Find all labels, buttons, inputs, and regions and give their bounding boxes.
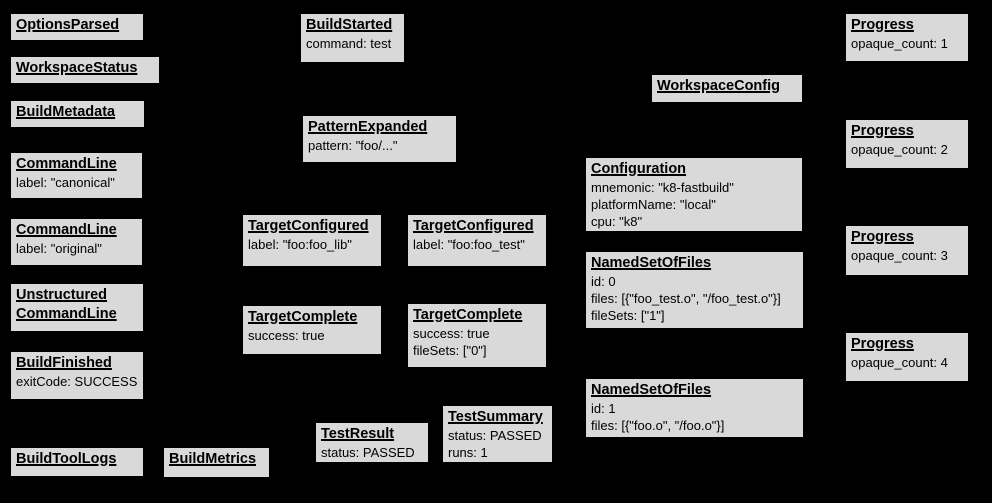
event-box-target-complete-foo-lib: TargetComplete success: true	[242, 305, 382, 355]
event-box-named-set-of-files-0: NamedSetOfFiles id: 0 files: [{"foo_test.o…	[585, 251, 804, 329]
box-title: Progress	[851, 17, 914, 33]
box-line: label: "original"	[16, 241, 102, 256]
box-line: files: [{"foo.o", "/foo.o"}]	[591, 418, 725, 433]
box-line: fileSets: ["0"]	[413, 343, 487, 358]
box-title: NamedSetOfFiles	[591, 255, 712, 271]
event-box-build-metrics: BuildMetrics	[163, 447, 270, 478]
box-line: opaque_count: 4	[851, 355, 948, 370]
box-line: pattern: "foo/..."	[308, 138, 398, 153]
event-box-options-parsed: OptionsParsed	[10, 13, 144, 41]
box-line: opaque_count: 2	[851, 142, 948, 157]
box-title: BuildFinished	[16, 355, 112, 371]
event-box-pattern-expanded: PatternExpanded pattern: "foo/..."	[302, 115, 457, 163]
box-title: Unstructured	[16, 287, 108, 303]
box-line: opaque_count: 3	[851, 248, 948, 263]
box-title: OptionsParsed	[16, 17, 120, 33]
box-title: CommandLine	[16, 306, 117, 322]
box-title: BuildMetrics	[169, 451, 257, 467]
box-title: Configuration	[591, 161, 687, 177]
event-box-configuration: Configuration mnemonic: "k8-fastbuild" pla…	[585, 157, 803, 232]
box-title: WorkspaceConfig	[657, 78, 781, 94]
event-box-command-line-original: CommandLine label: "original"	[10, 218, 143, 266]
box-title: BuildMetadata	[16, 104, 116, 120]
box-title: BuildStarted	[306, 17, 393, 33]
event-box-target-configured-foo-lib: TargetConfigured label: "foo:foo_lib"	[242, 214, 382, 267]
box-title: PatternExpanded	[308, 119, 428, 135]
event-box-test-result: TestResult status: PASSED	[315, 422, 429, 463]
box-line: fileSets: ["1"]	[591, 308, 665, 323]
event-box-build-tool-logs: BuildToolLogs	[10, 447, 144, 477]
event-box-build-started: BuildStarted command: test	[300, 13, 405, 63]
box-line: label: "canonical"	[16, 175, 115, 190]
box-line: runs: 1	[448, 445, 488, 460]
box-line: id: 0	[591, 274, 616, 289]
box-line: command: test	[306, 36, 392, 51]
box-line: platformName: "local"	[591, 197, 716, 212]
box-line: label: "foo:foo_test"	[413, 237, 525, 252]
box-title: WorkspaceStatus	[16, 60, 138, 76]
event-box-workspace-status: WorkspaceStatus	[10, 56, 160, 84]
box-line: status: PASSED	[448, 428, 542, 443]
event-box-named-set-of-files-1: NamedSetOfFiles id: 1 files: [{"foo.o", "/…	[585, 378, 804, 438]
box-line: id: 1	[591, 401, 616, 416]
box-title: TestResult	[321, 426, 395, 442]
box-line: cpu: "k8"	[591, 214, 643, 229]
box-line: success: true	[413, 326, 490, 341]
box-title: TestSummary	[448, 409, 543, 425]
box-line: success: true	[248, 328, 325, 343]
event-box-target-complete-foo-test: TargetComplete success: true fileSets: ["0…	[407, 303, 547, 368]
event-box-test-summary: TestSummary status: PASSED runs: 1	[442, 405, 553, 463]
event-box-progress-3: Progress opaque_count: 3	[845, 225, 969, 276]
event-box-progress-2: Progress opaque_count: 2	[845, 119, 969, 169]
event-box-target-configured-foo-test: TargetConfigured label: "foo:foo_test"	[407, 214, 547, 267]
box-line: files: [{"foo_test.o", "/foo_test.o"}]	[591, 291, 781, 306]
box-line: opaque_count: 1	[851, 36, 948, 51]
box-title: TargetConfigured	[248, 218, 369, 234]
box-title: NamedSetOfFiles	[591, 382, 712, 398]
box-line: label: "foo:foo_lib"	[248, 237, 352, 252]
event-box-build-finished: BuildFinished exitCode: SUCCESS	[10, 351, 144, 400]
event-box-workspace-config: WorkspaceConfig	[651, 74, 803, 103]
box-title: BuildToolLogs	[16, 451, 117, 467]
box-line: exitCode: SUCCESS	[16, 374, 138, 389]
event-box-build-metadata: BuildMetadata	[10, 100, 145, 128]
box-title: TargetComplete	[413, 307, 523, 323]
box-title: Progress	[851, 123, 914, 139]
box-title: TargetConfigured	[413, 218, 534, 234]
box-line: status: PASSED	[321, 445, 415, 460]
box-line: mnemonic: "k8-fastbuild"	[591, 180, 734, 195]
box-title: Progress	[851, 229, 914, 245]
box-title: Progress	[851, 336, 914, 352]
event-box-command-line-canonical: CommandLine label: "canonical"	[10, 152, 143, 199]
event-box-progress-1: Progress opaque_count: 1	[845, 13, 969, 62]
box-title: CommandLine	[16, 222, 117, 238]
box-title: TargetComplete	[248, 309, 358, 325]
box-title: CommandLine	[16, 156, 117, 172]
event-box-progress-4: Progress opaque_count: 4	[845, 332, 969, 382]
